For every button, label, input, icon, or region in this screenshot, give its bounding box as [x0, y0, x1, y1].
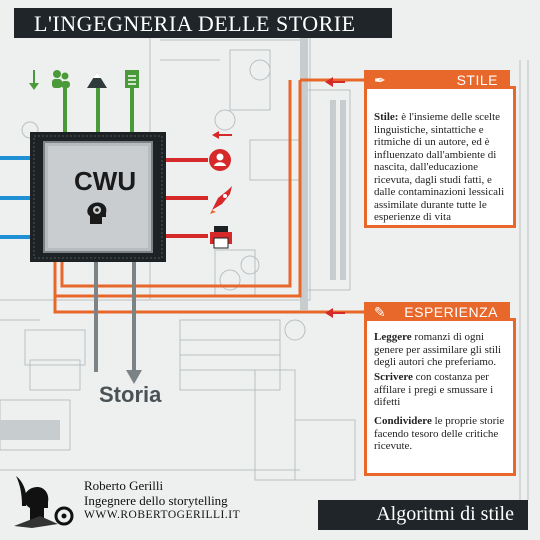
stile-title: STILE	[456, 72, 498, 88]
esperienza-item: Leggere romanzi di ogni genere per assim…	[374, 331, 508, 369]
mountain-icon	[87, 72, 107, 88]
rocket-icon	[210, 186, 232, 214]
writer-logo-icon	[14, 476, 74, 528]
author-info: Roberto Gerilli Ingegnere dello storytel…	[84, 478, 240, 523]
esperienza-title: ESPERIENZA	[404, 304, 498, 320]
edit-icon: ✎	[374, 304, 386, 320]
user-icon	[209, 149, 231, 171]
esperienza-item: Condividere le proprie storie facendo te…	[374, 415, 508, 453]
esperienza-header: ✎ ESPERIENZA	[364, 302, 510, 322]
quill-icon: ✒	[374, 72, 386, 88]
esperienza-term: Scrivere	[374, 371, 413, 383]
stile-description: Stile: è l'insieme delle scelte linguist…	[374, 111, 508, 224]
output-label: Storia	[99, 382, 162, 407]
arrow-left-icon	[212, 131, 232, 139]
footer-banner: Algoritmi di stile	[318, 500, 528, 530]
author-name: Roberto Gerilli	[84, 478, 164, 493]
esperienza-item: Scrivere con costanza per affilare i pre…	[374, 371, 508, 409]
title-banner: L'INGEGNERIA DELLE STORIE	[14, 8, 392, 38]
document-icon	[125, 70, 139, 88]
footer-title: Algoritmi di stile	[376, 503, 514, 525]
arrow-down-icon	[29, 70, 39, 90]
arrow-left-icon	[325, 77, 345, 87]
stile-header: ✒ STILE	[364, 70, 510, 90]
chip-label: CWU	[74, 166, 137, 196]
esperienza-text: con costanza per affilare i pregi e smus…	[374, 371, 494, 408]
input-icons	[29, 70, 139, 90]
stile-text: è l'insieme delle scelte linguistiche, s…	[374, 111, 505, 223]
stile-panel: Stile: è l'insieme delle scelte linguist…	[364, 86, 516, 228]
arrow-left-icon	[325, 308, 345, 318]
printer-icon	[210, 226, 232, 249]
author-role: Ingegnere dello storytelling	[84, 493, 228, 508]
esperienza-term: Leggere	[374, 331, 412, 343]
cpu-chip	[30, 132, 166, 262]
brain-gear-icon	[87, 202, 107, 224]
stile-term: Stile:	[374, 111, 399, 123]
esperienza-text: romanzi di ogni genere per assimilare gl…	[374, 331, 502, 368]
page-title: L'INGEGNERIA DELLE STORIE	[34, 11, 356, 36]
esperienza-panel: Leggere romanzi di ogni genere per assim…	[364, 318, 516, 476]
esperienza-term: Condividere	[374, 415, 432, 427]
author-website[interactable]: WWW.ROBERTOGERILLI.IT	[84, 509, 241, 521]
output-icons	[209, 149, 232, 249]
esperienza-text: le proprie storie facendo tesoro delle c…	[374, 415, 505, 452]
people-icon	[52, 70, 70, 88]
